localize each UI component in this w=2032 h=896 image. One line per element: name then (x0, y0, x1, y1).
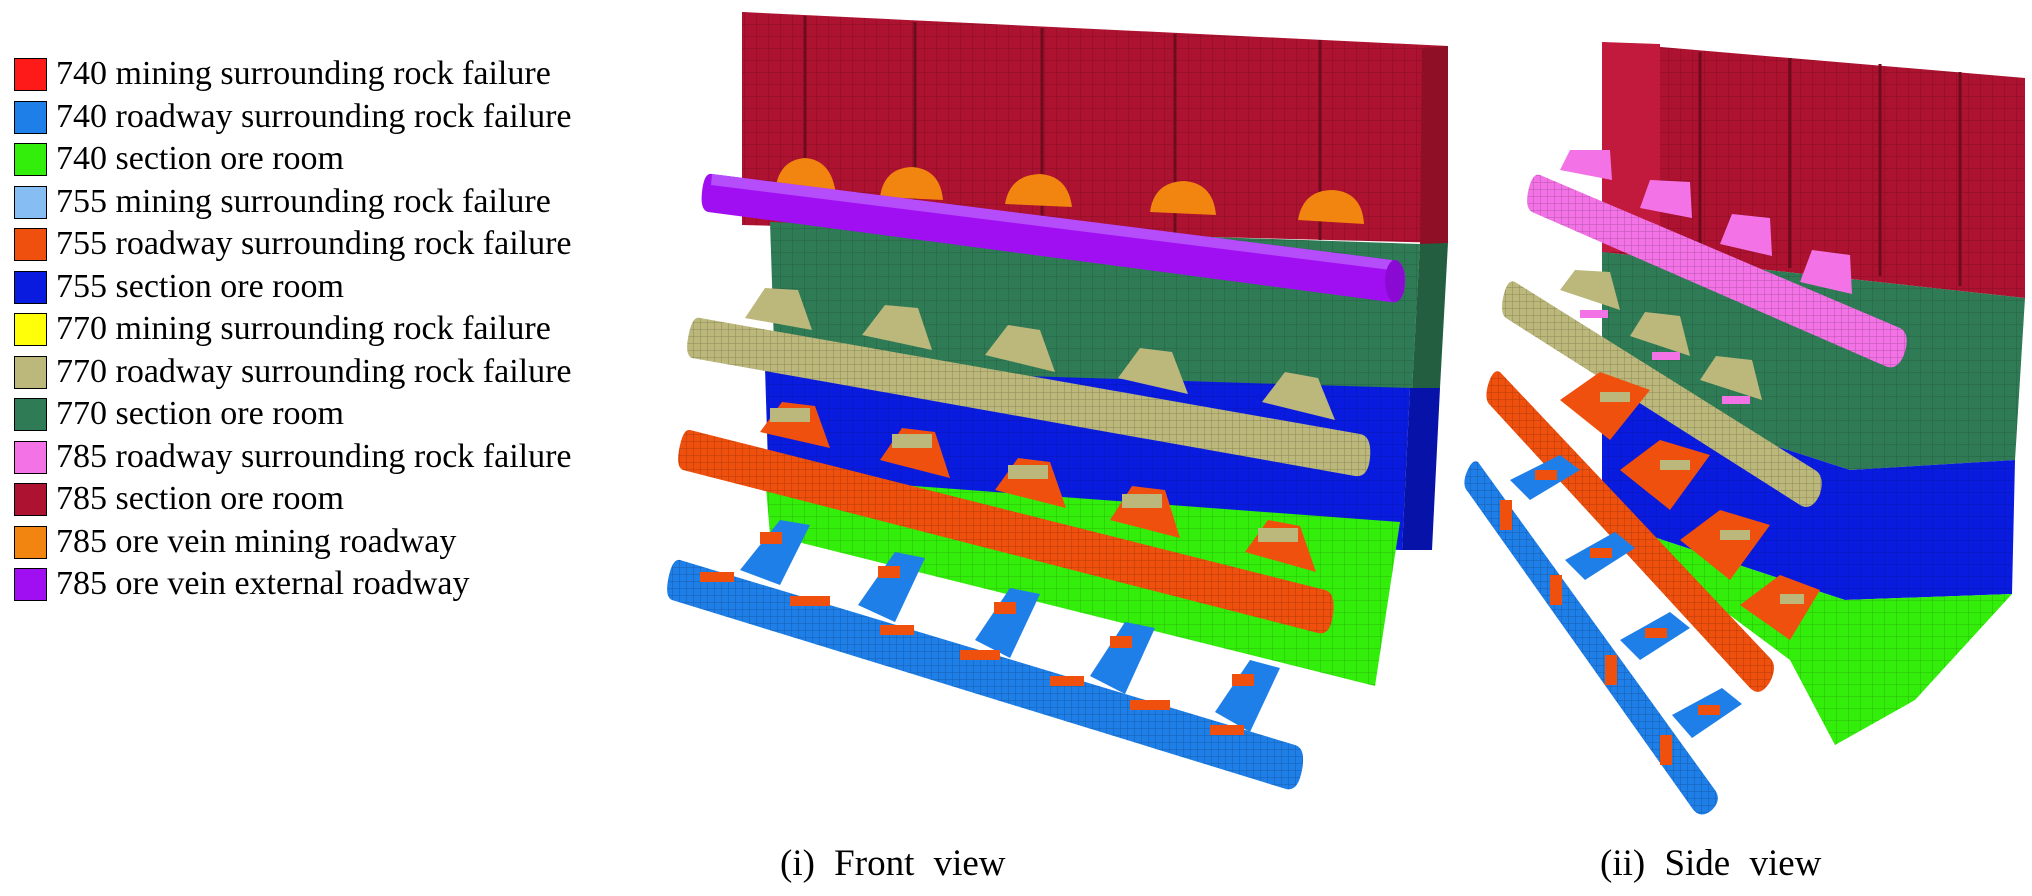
legend-item-785-roadway-failure: 785 roadway surrounding rock failure (12, 437, 692, 480)
side-785-roadway-failure (1527, 150, 1907, 368)
legend-item-740-roadway-failure: 740 roadway surrounding rock failure (12, 97, 692, 140)
side-755-roadway-failure (1486, 371, 1820, 692)
front-770-roadway-failure (687, 288, 1371, 477)
legend-swatch (14, 568, 47, 601)
legend-label: 785 ore vein mining roadway (56, 522, 457, 560)
legend-swatch (14, 270, 47, 304)
caption-side-view: (ii) Side view (1600, 843, 1822, 884)
legend-item-770-ore-room: 770 section ore room (12, 394, 692, 437)
legend-item-755-ore-room: 755 section ore room (12, 267, 692, 310)
legend-swatch (14, 483, 47, 516)
front-view-model (667, 12, 1448, 790)
legend-label: 740 mining surrounding rock failure (56, 55, 551, 92)
legend-swatch (14, 58, 47, 91)
caption-front-view: (i) Front view (780, 843, 1006, 884)
legend-item-785-mining-roadway: 785 ore vein mining roadway (12, 522, 692, 565)
legend-label: 785 roadway surrounding rock failure (56, 437, 572, 475)
legend-swatch (14, 100, 47, 134)
legend-item-740-mining-failure: 740 mining surrounding rock failure (12, 54, 692, 97)
legend-label: 770 mining surrounding rock failure (56, 310, 551, 347)
legend-label: 755 mining surrounding rock failure (56, 182, 551, 220)
legend-label: 740 section ore room (56, 140, 344, 177)
side-view-model (1464, 42, 2025, 815)
side-770-roadway-failure (1502, 270, 1822, 507)
legend-swatch (14, 185, 47, 219)
legend-swatch (14, 525, 47, 559)
legend-item-755-roadway-failure: 755 roadway surrounding rock failure (12, 224, 692, 267)
legend-label: 755 roadway surrounding rock failure (56, 225, 572, 262)
legend-label: 785 ore vein external roadway (56, 565, 470, 602)
legend-item-770-mining-failure: 770 mining surrounding rock failure (12, 309, 692, 352)
legend-item-740-ore-room: 740 section ore room (12, 139, 692, 182)
legend-swatch (14, 398, 47, 431)
legend-item-755-mining-failure: 755 mining surrounding rock failure (12, 182, 692, 225)
legend-item-785-ore-room: 785 section ore room (12, 479, 692, 522)
legend-swatch (14, 228, 47, 261)
legend-item-785-external-roadway: 785 ore vein external roadway (12, 564, 692, 607)
front-755-roadway-failure (678, 402, 1334, 634)
side-740-ore-room (1602, 520, 2012, 745)
legend-label: 770 section ore room (56, 395, 344, 432)
legend-item-770-roadway-failure: 770 roadway surrounding rock failure (12, 352, 692, 395)
legend-swatch (14, 440, 47, 474)
legend-swatch (14, 313, 47, 346)
legend-label: 770 roadway surrounding rock failure (56, 352, 572, 390)
legend-swatch (14, 143, 47, 176)
side-740-roadway-failure (1464, 455, 1742, 815)
front-785-external-roadway (701, 173, 1406, 303)
legend-label: 785 section ore room (56, 480, 344, 517)
legend-label: 740 roadway surrounding rock failure (56, 97, 572, 135)
legend-label: 755 section ore room (56, 267, 344, 305)
legend: 740 mining surrounding rock failure 740 … (12, 54, 692, 607)
legend-swatch (14, 355, 47, 389)
side-785-ore-room (1602, 42, 2025, 298)
front-740-roadway-failure (667, 520, 1304, 790)
